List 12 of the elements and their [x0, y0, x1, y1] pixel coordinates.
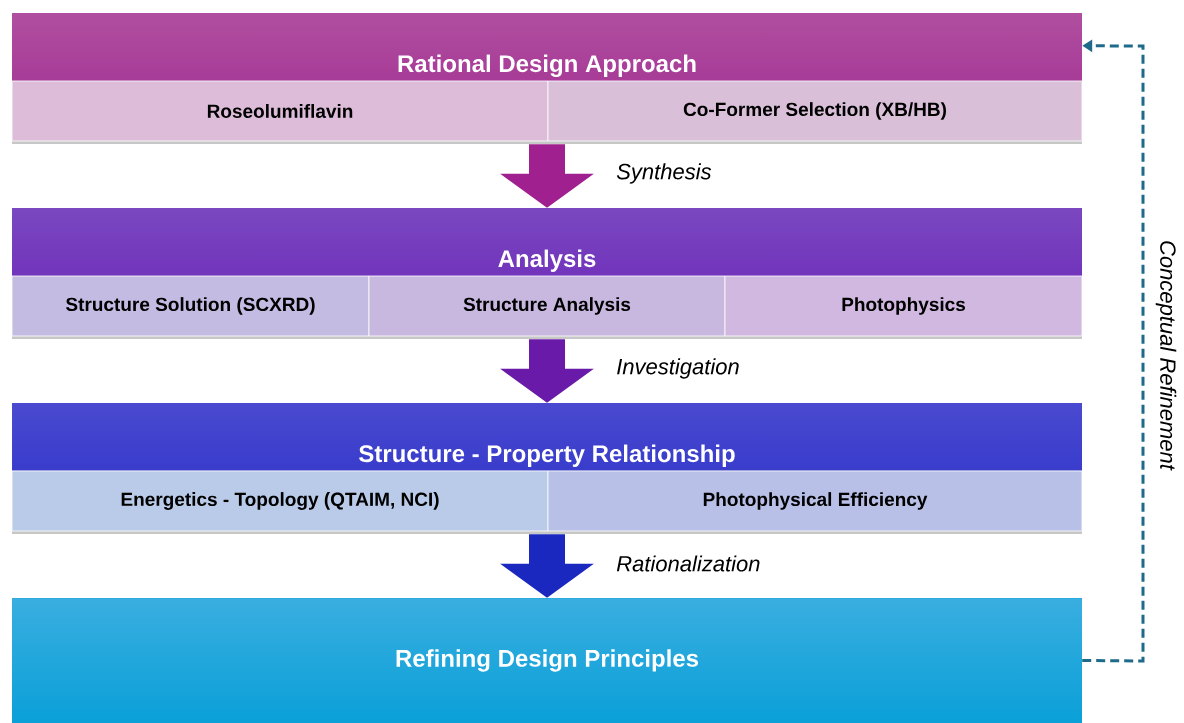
edge-label: Investigation: [617, 358, 739, 379]
result-box: Refining Design Principles: [12, 598, 1082, 723]
table-cell: Structure Solution (SCXRD): [11, 275, 370, 337]
table-cell: Roseolumiflavin: [11, 80, 549, 142]
table-cell: Photophysics: [724, 275, 1083, 337]
table-cell: Structure Analysis: [368, 275, 726, 337]
edge-label: Conceptual Refinement: [1155, 241, 1177, 471]
edge-label: Synthesis: [616, 163, 712, 184]
table-cell: Co-Former Selection (XB/HB): [547, 80, 1083, 142]
table-cell: Photophysical Efficiency: [547, 470, 1083, 532]
table-cell: Energetics - Topology (QTAIM, NCI): [11, 470, 549, 532]
edge-label: Rationalization: [616, 555, 760, 572]
